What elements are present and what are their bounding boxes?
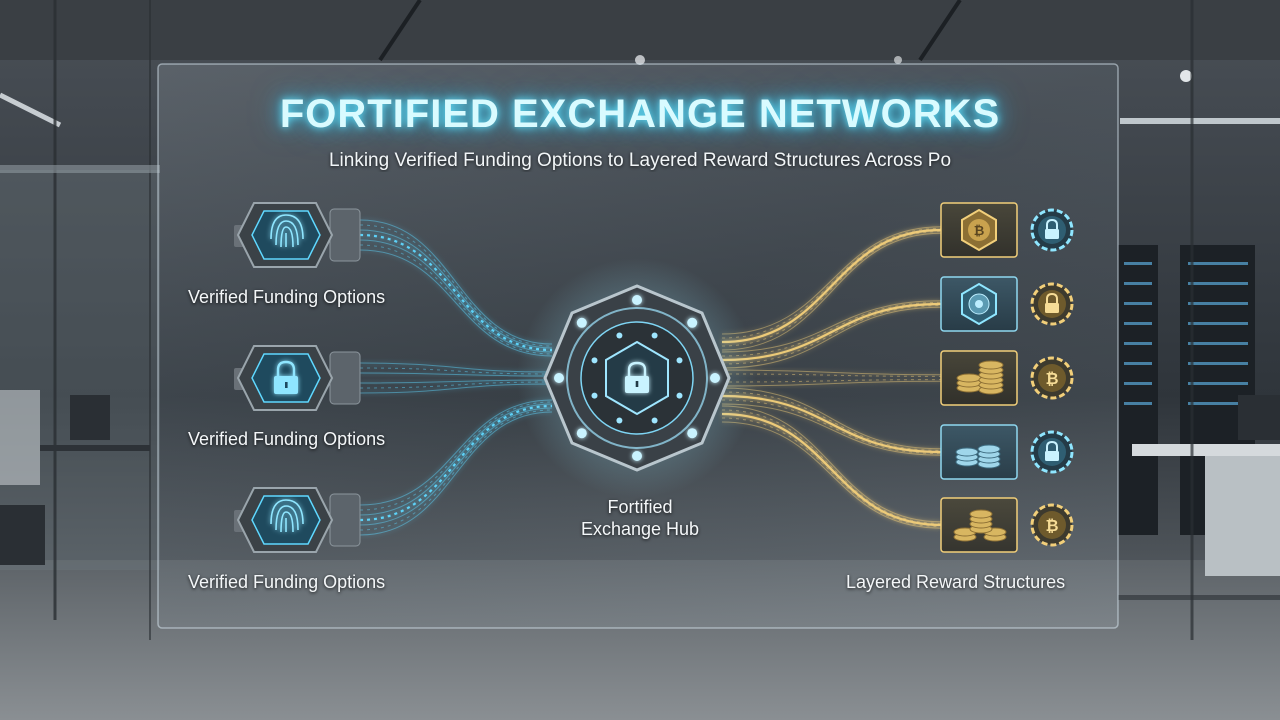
hub-inner-dot	[591, 392, 598, 399]
left-connector-line	[359, 239, 553, 353]
shield-coin-icon	[961, 282, 997, 326]
hub-light-nodes	[554, 295, 720, 461]
bitcoin-coin-icon: ₿	[961, 208, 997, 252]
lock-badge-icon	[1045, 218, 1059, 239]
right-connector-line	[721, 306, 942, 369]
left-connector-line	[359, 411, 553, 536]
right-connector-line	[721, 412, 942, 527]
lock-badge-icon	[1045, 440, 1059, 461]
left-connector-line	[359, 224, 553, 347]
right-connector-line	[721, 232, 942, 351]
hub-inner-dot	[676, 357, 683, 364]
hub-light-dot	[632, 451, 642, 461]
hub-light-dot	[554, 373, 564, 383]
coin-stack-icon	[955, 444, 1001, 469]
right-badge-3: ₿	[1030, 356, 1074, 400]
left-connector-line	[359, 403, 553, 516]
left-node-label-3: Verified Funding Options	[188, 572, 386, 592]
right-connector-group	[721, 226, 942, 529]
left-connector-line	[359, 229, 553, 349]
right-node-1: ₿	[940, 202, 1018, 258]
lock-badge-icon	[1045, 292, 1059, 313]
right-node-2	[940, 276, 1018, 332]
right-connector-line	[721, 302, 942, 362]
right-node-3	[940, 350, 1018, 406]
exchange-hub	[517, 258, 757, 498]
right-badge-4	[1030, 430, 1074, 474]
right-connector-line	[721, 394, 942, 454]
page-title: FORTIFIED EXCHANGE NETWORKS	[279, 92, 1001, 136]
right-badge-2	[1030, 282, 1074, 326]
left-node-1	[234, 202, 361, 268]
right-node-5	[940, 497, 1018, 553]
hub-label-line-1: Fortified	[607, 497, 673, 517]
right-connector-line	[721, 227, 942, 339]
bitcoin-badge-icon: ₿	[1045, 369, 1058, 388]
left-connector-line	[359, 219, 553, 345]
hub-inner-dot	[591, 357, 598, 364]
hub-label: Fortified Exchange Hub	[560, 496, 720, 540]
bitcoin-badge-icon: ₿	[1045, 516, 1058, 535]
coin-stack-icon	[956, 360, 1004, 395]
left-node-2	[234, 345, 361, 411]
left-connector-line	[359, 404, 553, 522]
hub-light-dot	[632, 295, 642, 305]
hub-inner-dot	[651, 332, 658, 339]
hub-inner-dot	[616, 332, 623, 339]
page-subtitle: Linking Verified Funding Options to Laye…	[328, 150, 952, 171]
right-connector-line	[721, 300, 942, 353]
right-connector-line	[721, 417, 942, 528]
right-connector-line	[721, 226, 942, 335]
hub-inner-dot	[616, 417, 623, 424]
hub-light-dot	[710, 373, 720, 383]
fingerprint-icon	[270, 499, 304, 533]
coin-stack-icon	[953, 509, 1007, 542]
right-connector-line	[721, 379, 942, 383]
left-connector-line	[359, 249, 553, 357]
right-connector-line	[721, 399, 942, 455]
hub-light-dot	[576, 428, 587, 439]
hub-light-dot	[687, 428, 698, 439]
right-connector-line	[721, 409, 942, 524]
right-connector-line	[721, 387, 942, 450]
fingerprint-icon	[270, 214, 304, 248]
hub-light-dot	[576, 317, 587, 328]
right-connector-line	[721, 391, 942, 451]
right-connector-line	[721, 228, 942, 344]
left-connector-line	[359, 399, 553, 506]
right-group-label: Layered Reward Structures	[846, 572, 1066, 592]
hub-inner-dot	[651, 417, 658, 424]
lock-icon	[274, 360, 298, 394]
right-node-4	[940, 424, 1018, 480]
right-connector-line	[721, 421, 942, 529]
right-badge-1	[1030, 208, 1074, 252]
right-connector-line	[721, 301, 942, 357]
hub-inner-dot	[676, 392, 683, 399]
hub-light-dot	[687, 317, 698, 328]
left-node-label-1: Verified Funding Options	[188, 287, 386, 307]
right-connector-line	[721, 369, 942, 376]
left-connector-line	[359, 401, 553, 511]
left-node-3	[234, 487, 361, 553]
right-connector-line	[721, 405, 942, 523]
right-connector-line	[721, 373, 942, 377]
left-connector-line	[359, 407, 553, 526]
right-connector-line	[721, 403, 942, 456]
right-badge-5: ₿	[1030, 503, 1074, 547]
right-connector-line	[721, 305, 942, 365]
hub-label-line-2: Exchange Hub	[580, 519, 700, 539]
left-node-label-2: Verified Funding Options	[188, 429, 386, 449]
hub-lock-icon	[625, 361, 649, 393]
right-connector-line	[721, 231, 942, 347]
left-connector-line	[359, 244, 553, 355]
svg-text:₿: ₿	[974, 224, 985, 239]
right-connector-line	[721, 380, 942, 387]
